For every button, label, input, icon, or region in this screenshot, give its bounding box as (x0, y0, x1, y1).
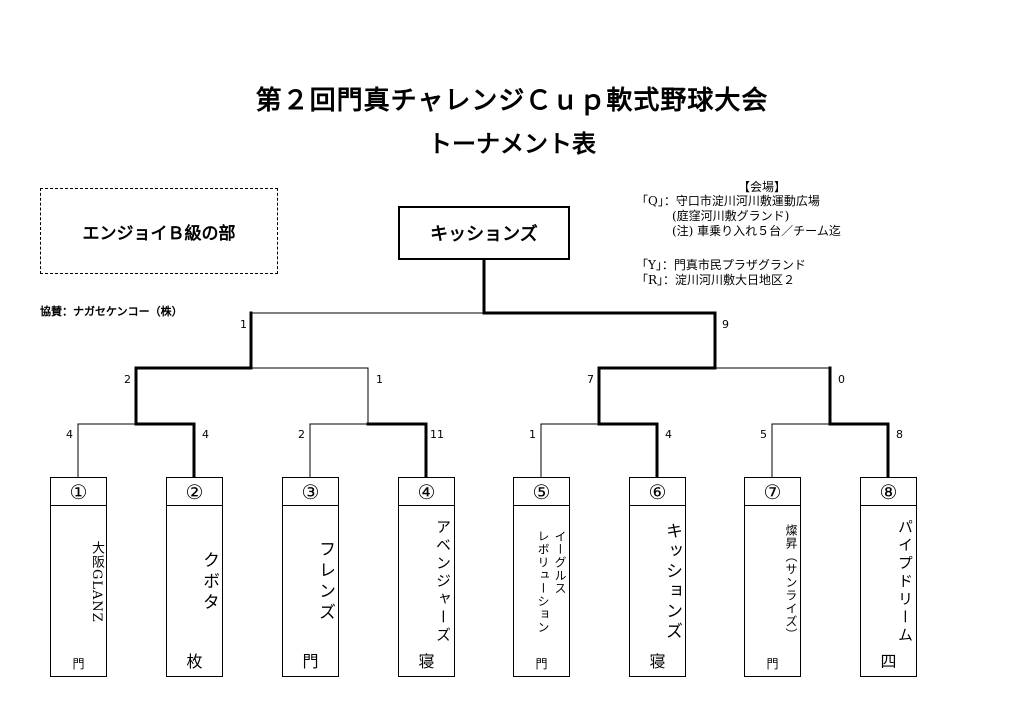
sponsor-text: 協賛：ナガセケンコー（株） (40, 305, 183, 318)
team-box-4: ④ アベンジャーズ 寝 (398, 477, 455, 677)
score-r1: 11 (430, 428, 444, 441)
score-r1: 4 (202, 428, 209, 441)
team-name: 大阪GLANZ (89, 541, 104, 623)
score-semi: 0 (838, 373, 845, 386)
team-number: ⑥ (630, 478, 685, 506)
team-number: ⑦ (745, 478, 800, 506)
venue-line: 「Y」：門真市民プラザグランド (636, 258, 806, 272)
team-city: 四 (880, 652, 897, 671)
team-number: ⑧ (861, 478, 916, 506)
champion-box: キッションズ (398, 206, 570, 260)
score-r1: 4 (66, 428, 73, 441)
score-r1: 1 (529, 428, 536, 441)
team-city: 門 (535, 657, 548, 671)
score-final-left: 1 (240, 318, 247, 331)
team-city: 枚 (186, 652, 203, 671)
team-name: クボタ (199, 550, 219, 614)
score-r1: 2 (298, 428, 305, 441)
team-city: 門 (766, 657, 779, 671)
division-label: エンジョイＢ級の部 (40, 188, 278, 274)
venue-line: (注) 車乗り入れ５台／チーム迄 (636, 224, 841, 238)
venue-heading: 【会場】 (738, 180, 787, 194)
team-box-3: ③ フレンズ 門 (282, 477, 339, 677)
team-box-8: ⑧ パイプドリーム 四 (860, 477, 917, 677)
team-number: ④ (399, 478, 454, 506)
team-name: アベンジャーズ (434, 519, 452, 645)
score-final-right: 9 (722, 318, 729, 331)
team-box-7: ⑦ 燦昇（サンライズ） 門 (744, 477, 801, 677)
team-city: 門 (302, 652, 319, 671)
team-name: フレンズ (315, 540, 335, 624)
score-semi: 1 (376, 373, 383, 386)
team-number: ② (167, 478, 222, 506)
team-name: パイプドリーム (896, 519, 914, 645)
venue-line: 「Q」：守口市淀川河川敷運動広場 (636, 194, 820, 208)
venue-line: (庭窪河川敷グランド) (636, 209, 790, 223)
page-title: 第２回門真チャレンジＣｕｐ軟式野球大会 (255, 86, 769, 116)
score-r1: 4 (665, 428, 672, 441)
team-box-2: ② クボタ 枚 (166, 477, 223, 677)
team-number: ⑤ (514, 478, 569, 506)
team-box-1: ① 大阪GLANZ 門 (50, 477, 107, 677)
team-name: 燦昇（サンライズ） (784, 523, 798, 641)
venue-line: 「R」：淀川河川敷大日地区２ (636, 273, 796, 287)
team-number: ① (51, 478, 106, 506)
team-box-5: ⑤ イーグルス レボリューション 門 (513, 477, 570, 677)
team-city: 寝 (649, 652, 666, 671)
score-r1: 5 (760, 428, 767, 441)
score-semi: 2 (124, 373, 131, 386)
team-name: キッションズ (662, 522, 682, 642)
team-box-6: ⑥ キッションズ 寝 (629, 477, 686, 677)
score-semi: 7 (587, 373, 594, 386)
team-city: 門 (72, 657, 85, 671)
score-r1: 8 (896, 428, 903, 441)
team-city: 寝 (418, 652, 435, 671)
team-name: イーグルス レボリューション (536, 530, 567, 634)
page-subtitle: トーナメント表 (428, 129, 596, 158)
team-number: ③ (283, 478, 338, 506)
